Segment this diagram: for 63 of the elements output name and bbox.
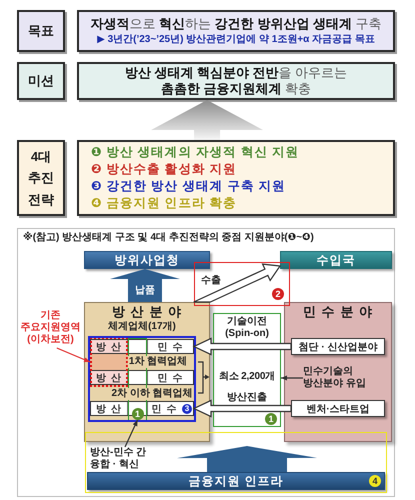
annotation-text: 민수기술의 방산분야 유입 (303, 366, 375, 390)
sector-label: 민 수 (147, 371, 193, 384)
highlight-frame (213, 313, 281, 427)
edge-label: 납품 (135, 285, 155, 297)
sector-panel (284, 302, 392, 442)
leader-line (124, 420, 138, 448)
chevron-arrow (151, 100, 264, 140)
bar-label: 수입국 (316, 252, 356, 268)
block-arrow (193, 263, 282, 303)
highlight-frame (90, 337, 128, 387)
goal-target: ▶ 3년간(’23~’25년) 방산관련기업에 약 1조원+α 자금공급 목표 (97, 32, 375, 47)
sector-panel (84, 302, 210, 442)
number-badge: 1 (265, 413, 277, 425)
edge-label: 기술이전 (Spin-on) (224, 316, 270, 340)
goal-statement: 자생적으로 혁신하는 강건한 방위산업 생태계 구축 (90, 14, 382, 33)
annotation-text: 방산-민수 간 융합 · 혁신 (90, 447, 168, 471)
mission-panel (77, 62, 395, 100)
number-badge: 4 (369, 475, 381, 487)
strategy-item: ❷ 방산수출 활성화 지원 (91, 161, 237, 178)
sector-title: 민 수 분 야 (303, 304, 373, 319)
sector-label: 방 산 (91, 371, 128, 384)
strategy-item: ❹ 금융지원 인프라 확충 (91, 195, 237, 212)
number-badge: 2 (272, 288, 284, 300)
tier-row (90, 370, 194, 385)
agency-bar (84, 251, 210, 269)
tier-label: 1차 협력업체 (128, 356, 188, 368)
country-bar (280, 251, 392, 269)
infra-bar (87, 472, 385, 490)
bar-label: 금융지원 인프라 (188, 473, 284, 489)
sector-label: 방 산 (91, 340, 128, 353)
block-arrow (192, 400, 292, 418)
industry-box: 벤처·스타트업 (291, 400, 385, 417)
reference-panel (17, 228, 395, 497)
tier-label: 체계업체(17개) (108, 321, 176, 333)
strategy-item: ❶ 방산 생태계의 자생적 혁신 지원 (91, 144, 300, 161)
sector-label: 민 수 (147, 340, 193, 353)
edge-label: 수출 (201, 275, 221, 287)
tier-label: 2차 이하 협력업체 (110, 388, 194, 400)
bar-label: 방위사업청 (114, 252, 180, 268)
tier-row (90, 339, 194, 354)
goal-panel (77, 10, 395, 52)
strategy-item: ❸ 강건한 방산 생태계 구축 지원 (91, 178, 286, 195)
highlight-frame (85, 432, 387, 493)
edge-label: 방산진출 (227, 392, 267, 404)
tier-row (90, 401, 194, 416)
block-arrow (192, 338, 292, 356)
strategy-panel (77, 140, 395, 216)
mission-statement: 방산 생태계 핵심분야 전반을 아우르는 촘촘한 금융지원체계 확충 (124, 64, 348, 98)
sector-title: 방 산 분 야 (112, 304, 182, 319)
highlight-frame (194, 262, 290, 306)
block-arrow (177, 446, 317, 472)
highlight-frame (88, 336, 196, 422)
section-tag: 미션 (17, 62, 65, 100)
section-tag: 목표 (17, 10, 65, 52)
leader-line (56, 347, 90, 363)
section-tag: 4대 추진 전략 (17, 140, 65, 216)
annotation-text: 기존 주요지원영역 (이차보전) (19, 310, 82, 348)
industry-box: 첨단 · 신산업분야 (291, 338, 385, 355)
count-label: 최소 2,200개 (219, 371, 275, 383)
block-arrow (110, 269, 180, 302)
arrow (281, 375, 303, 380)
reference-title: ※(참고) 방산생태계 구조 및 4대 추진전략의 중점 지원분야(❶~❹) (23, 232, 314, 244)
number-badge: 3 (182, 404, 192, 414)
